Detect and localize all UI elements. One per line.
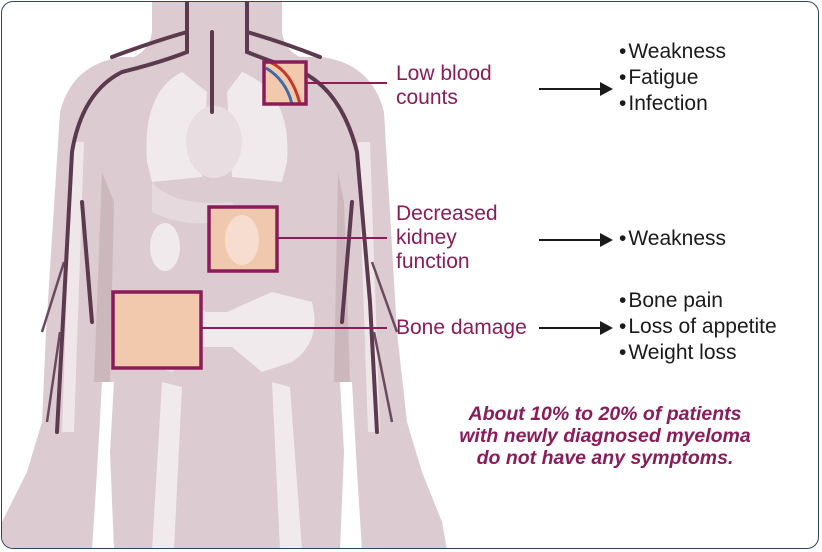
neck [132, 2, 302, 58]
right-kidney [225, 215, 259, 265]
heart [186, 106, 242, 178]
footnote: About 10% to 20% of patients with newly … [422, 403, 788, 469]
symptom-item: •Loss of appetite [619, 314, 777, 340]
footnote-line: About 10% to 20% of patients [422, 403, 788, 425]
symptom-item: •Fatigue [619, 65, 726, 91]
footnote-line: do not have any symptoms. [422, 447, 788, 469]
bone-highlight-fill [113, 292, 201, 368]
callout-label-line: Decreased [396, 202, 498, 226]
callout-label-kidney: Decreased kidney function [396, 202, 498, 274]
callout-label-line: counts [396, 86, 492, 110]
symptom-list-blood: •Weakness •Fatigue •Infection [619, 39, 726, 117]
symptom-list-bone: •Bone pain •Loss of appetite •Weight los… [619, 288, 777, 366]
callout-label-line: Bone damage [396, 316, 527, 340]
symptom-item: •Weight loss [619, 340, 777, 366]
callout-label-line: kidney [396, 226, 498, 250]
arrow-bone [539, 327, 611, 329]
symptom-list-kidney: •Weakness [619, 226, 726, 252]
callout-label-bone: Bone damage [396, 316, 527, 340]
left-kidney [150, 223, 180, 271]
symptom-item: •Weakness [619, 39, 726, 65]
arrow-blood [539, 88, 611, 90]
callout-label-line: function [396, 250, 498, 274]
symptom-item: •Bone pain [619, 288, 777, 314]
callout-label-blood: Low blood counts [396, 62, 492, 110]
callout-label-line: Low blood [396, 62, 492, 86]
footnote-line: with newly diagnosed myeloma [422, 425, 788, 447]
arrow-kidney [539, 239, 611, 241]
symptom-item: •Infection [619, 91, 726, 117]
symptom-item: •Weakness [619, 226, 726, 252]
